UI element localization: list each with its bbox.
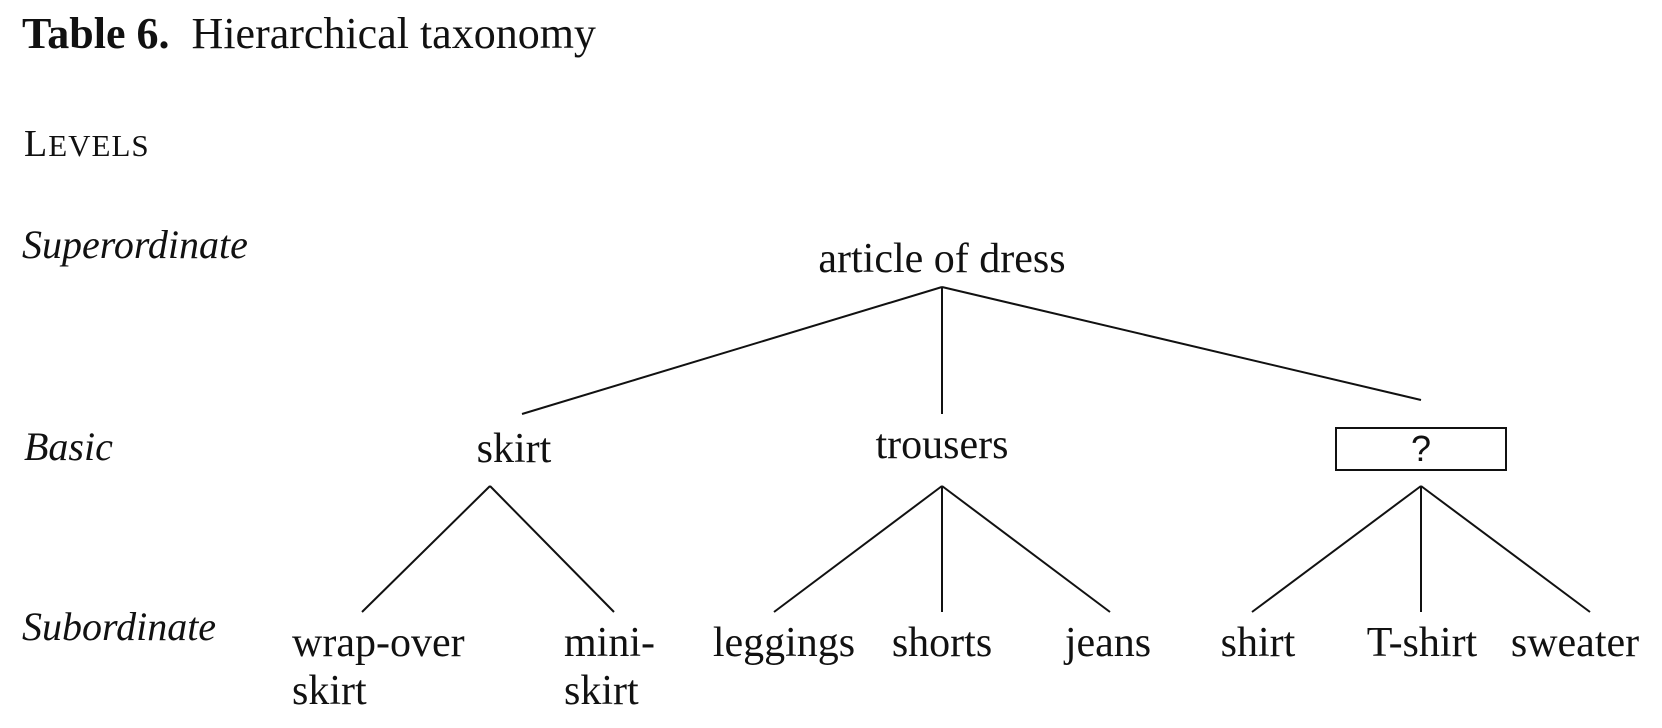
levels-heading-rest: EVELS [48, 128, 149, 163]
level-superordinate: Superordinate [22, 222, 248, 267]
node-skirt: skirt [477, 426, 552, 472]
table-caption: Hierarchical taxonomy [192, 9, 596, 58]
edge-skirt-miniskirt [489, 485, 615, 613]
level-subordinate: Subordinate [22, 604, 216, 649]
level-basic: Basic [24, 424, 113, 469]
edge-unknown-sweater [1420, 485, 1591, 613]
edge-trousers-leggings [773, 485, 943, 613]
edge-root-unknown [941, 286, 1422, 401]
node-shorts: shorts [892, 620, 992, 666]
edge-root-skirt [521, 286, 943, 415]
node-mini-line2: skirt [564, 668, 639, 714]
edge-trousers-jeans [941, 485, 1111, 613]
node-sweater: sweater [1511, 620, 1639, 666]
table-title: Table 6. Hierarchical taxonomy [22, 9, 596, 58]
node-tshirt: T-shirt [1367, 620, 1478, 666]
node-leggings: leggings [713, 620, 855, 666]
edge-unknown-shirt [1251, 485, 1422, 613]
node-shirt: shirt [1221, 620, 1296, 666]
node-unknown-box [1335, 427, 1507, 471]
node-wrap-over-line1: wrap-over [292, 620, 465, 666]
node-jeans: jeans [1063, 620, 1151, 666]
table-number: Table 6. [22, 9, 170, 58]
levels-heading: LEVELS [24, 123, 150, 165]
node-unknown: ? [1411, 428, 1431, 469]
node-article-of-dress: article of dress [818, 236, 1065, 282]
edge-skirt-wrapover [361, 485, 491, 613]
node-wrap-over-line2: skirt [292, 668, 367, 714]
node-mini-line1: mini- [564, 620, 655, 666]
node-trousers: trousers [876, 422, 1009, 468]
levels-heading-initial: L [24, 123, 48, 165]
